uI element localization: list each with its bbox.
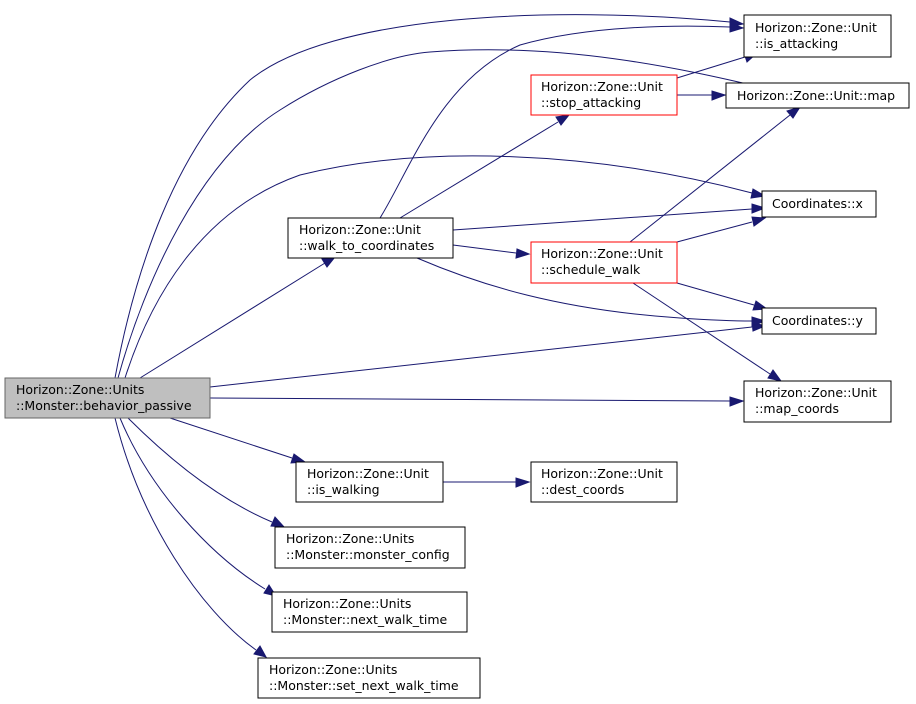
arrowhead	[729, 22, 745, 33]
node-coordinates-y-line1: Coordinates::y	[772, 313, 863, 328]
node-is-walking-line1: Horizon::Zone::Unit	[307, 466, 429, 481]
node-set-next-walk-time-line1: Horizon::Zone::Units	[269, 662, 397, 677]
node-monster-config-line2: ::Monster::monster_config	[286, 547, 450, 562]
node-behavior-passive-line2: ::Monster::behavior_passive	[16, 398, 192, 413]
edge-behavior-passive-to-map	[117, 49, 765, 379]
node-map-line1: Horizon::Zone::Unit::map	[737, 88, 895, 103]
node-monster-config-line1: Horizon::Zone::Units	[286, 531, 414, 546]
arrowhead	[767, 369, 783, 382]
node-is-attacking[interactable]: Horizon::Zone::Unit ::is_attacking	[743, 14, 892, 58]
node-dest-coords-line2: ::dest_coords	[541, 482, 624, 497]
node-map-coords-line1: Horizon::Zone::Unit	[755, 385, 877, 400]
edge-walk-to-coordinates-to-coord-y	[416, 257, 753, 322]
node-is-attacking-line1: Horizon::Zone::Unit	[755, 20, 877, 35]
node-map-coords-line2: ::map_coords	[755, 401, 839, 416]
arrowhead	[751, 316, 767, 327]
arrowhead	[751, 203, 767, 214]
edge-behavior-passive-to-monster-config	[127, 417, 273, 523]
edge-behavior-passive-to-map-coords	[209, 397, 731, 402]
arrowhead	[786, 106, 802, 119]
edge-schedule-walk-to-coord-x	[676, 221, 753, 243]
node-stop-attacking[interactable]: Horizon::Zone::Unit ::stop_attacking	[530, 74, 678, 116]
node-stop-attacking-line1: Horizon::Zone::Unit	[541, 79, 663, 94]
edge-walk-to-coordinates-to-is-attacking	[379, 25, 731, 219]
arrowhead	[270, 516, 286, 528]
node-behavior-passive[interactable]: Horizon::Zone::Units ::Monster::behavior…	[4, 377, 211, 419]
node-next-walk-time[interactable]: Horizon::Zone::Units ::Monster::next_wal…	[271, 591, 468, 633]
edge-behavior-passive-to-walk-to-coordinates	[139, 262, 326, 379]
edge-behavior-passive-to-set-next-walk-time	[114, 417, 257, 651]
node-monster-config[interactable]: Horizon::Zone::Units ::Monster::monster_…	[274, 526, 466, 569]
edge-walk-to-coordinates-to-coord-x	[452, 208, 753, 231]
node-behavior-passive-line1: Horizon::Zone::Units	[16, 382, 144, 397]
edge-behavior-passive-to-is-walking	[169, 417, 293, 459]
node-walk-to-coordinates-line1: Horizon::Zone::Unit	[299, 222, 421, 237]
node-schedule-walk-line1: Horizon::Zone::Unit	[541, 246, 663, 261]
edge-walk-to-coordinates-to-schedule-walk	[452, 244, 517, 254]
arrowhead	[253, 645, 267, 658]
node-map[interactable]: Horizon::Zone::Unit::map	[725, 82, 910, 109]
edge-schedule-walk-to-map-coords	[632, 282, 771, 375]
node-map-coords[interactable]: Horizon::Zone::Unit ::map_coords	[743, 380, 892, 423]
node-schedule-walk[interactable]: Horizon::Zone::Unit ::schedule_walk	[530, 241, 678, 284]
edge-behavior-passive-to-is-attacking	[114, 14, 731, 379]
edge-behavior-passive-to-coord-x	[124, 155, 753, 379]
edge-behavior-passive-to-next-walk-time	[119, 417, 266, 590]
node-walk-to-coordinates-line2: ::walk_to_coordinates	[299, 238, 434, 253]
node-set-next-walk-time-line2: ::Monster::set_next_walk_time	[269, 678, 459, 693]
node-next-walk-time-line2: ::Monster::next_walk_time	[283, 612, 448, 627]
arrowhead	[729, 396, 745, 407]
edge-behavior-passive-to-coord-y	[209, 326, 753, 388]
arrowhead	[751, 216, 767, 227]
node-stop-attacking-line2: ::stop_attacking	[541, 95, 641, 110]
node-coordinates-x-line1: Coordinates::x	[772, 196, 863, 211]
edge-walk-to-coordinates-to-stop-attacking	[399, 121, 559, 219]
node-schedule-walk-line2: ::schedule_walk	[541, 262, 641, 277]
arrowhead	[711, 90, 727, 101]
node-dest-coords[interactable]: Horizon::Zone::Unit ::dest_coords	[530, 461, 678, 503]
arrowhead	[555, 114, 571, 126]
node-is-walking-line2: ::is_walking	[307, 482, 380, 497]
edge-schedule-walk-to-coord-y	[676, 282, 755, 306]
edge-stop-attacking-to-is-attacking	[676, 56, 746, 79]
arrowhead	[515, 477, 531, 488]
node-set-next-walk-time[interactable]: Horizon::Zone::Units ::Monster::set_next…	[257, 657, 481, 699]
node-walk-to-coordinates[interactable]: Horizon::Zone::Unit ::walk_to_coordinate…	[287, 217, 454, 259]
node-is-attacking-line2: ::is_attacking	[755, 36, 838, 51]
edge-schedule-walk-to-map	[629, 114, 791, 243]
node-coordinates-y[interactable]: Coordinates::y	[761, 307, 877, 335]
arrowhead	[515, 248, 531, 259]
node-coordinates-x[interactable]: Coordinates::x	[761, 190, 877, 218]
node-next-walk-time-line1: Horizon::Zone::Units	[283, 596, 411, 611]
node-is-walking[interactable]: Horizon::Zone::Unit ::is_walking	[295, 461, 444, 503]
call-edges	[114, 14, 802, 658]
node-dest-coords-line1: Horizon::Zone::Unit	[541, 466, 663, 481]
